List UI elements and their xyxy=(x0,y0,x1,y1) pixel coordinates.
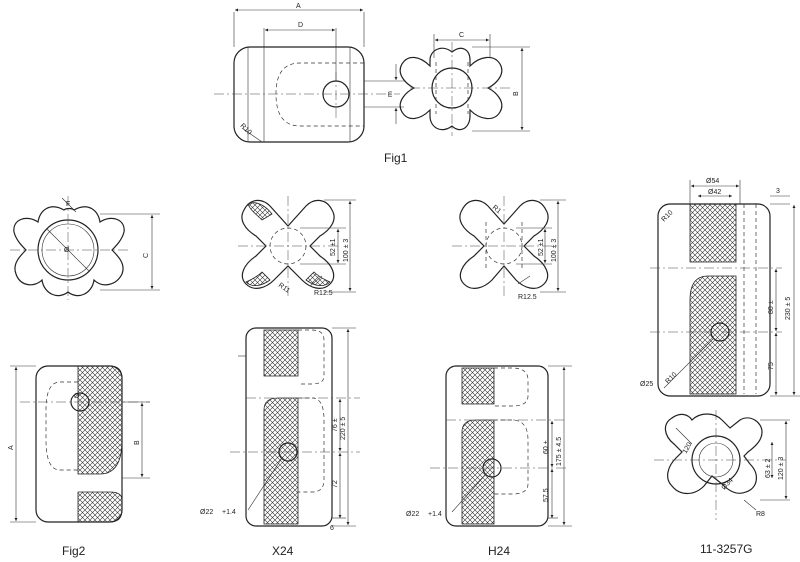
g3257-end-view xyxy=(654,410,790,520)
h24-radius-r125: R12.5 xyxy=(518,294,537,301)
fig1-dim-c: C xyxy=(459,32,464,39)
g3257-dim-75: 75 xyxy=(768,362,775,370)
fig2-caption: Fig2 xyxy=(62,544,86,558)
g3257-dim-120: 120 ± 3 xyxy=(778,457,785,480)
x24-radius-r125: R12.5 xyxy=(314,290,333,297)
fig1-dim-d: D xyxy=(298,22,303,29)
fig2-dim-f: F xyxy=(66,201,70,208)
h24-dim-60: 60 ± xyxy=(543,440,550,454)
h24-dim-outer: 100 ± 3 xyxy=(551,239,558,262)
x24-dim-220: 220 ± 5 xyxy=(340,417,347,440)
g3257-dim-230: 230 ± 5 xyxy=(785,297,792,320)
x24-hole-tol: +1.4 xyxy=(222,509,236,516)
h24-side-view xyxy=(430,365,572,527)
x24-dim-76: 76 ± xyxy=(332,418,339,432)
fig2-dim-b: B xyxy=(134,440,141,445)
g3257-dim-80: 80 ± xyxy=(768,300,775,314)
h24-hole: Ø22 xyxy=(406,511,419,518)
g3257-side-view xyxy=(650,180,800,397)
fig1-side-view xyxy=(214,8,404,143)
g3257-radius-r8: R8 xyxy=(756,511,765,518)
fig2-dim-c: C xyxy=(143,253,150,258)
h24-caption: H24 xyxy=(488,544,510,558)
g3257-dim-63: 63 ± 2 xyxy=(765,458,772,478)
x24-side-view xyxy=(230,327,360,527)
h24-dim-inner: 52 ±1 xyxy=(538,238,545,256)
g3257-dim-3: 3 xyxy=(776,188,780,195)
g3257-radius-r10-side: R10 xyxy=(664,371,678,385)
fig1-end-view xyxy=(399,34,530,136)
x24-dim-outer: 100 ± 3 xyxy=(343,239,350,262)
h24-end-view xyxy=(452,196,566,296)
h24-radius-rtop: R1 xyxy=(491,204,502,215)
x24-radius-r11: R11 xyxy=(277,282,291,295)
g3257-dim-120b: 120 xyxy=(682,441,694,455)
h24-hole-tol: +1.4 xyxy=(428,511,442,518)
fig1-dim-m: m xyxy=(387,91,394,97)
g3257-phi54: Ø54 xyxy=(706,178,719,185)
x24-dim-6: 6 xyxy=(330,525,334,532)
fig2-dim-phi: Ø xyxy=(64,247,70,254)
x24-hole: Ø22 xyxy=(200,509,213,516)
fig1-dim-a: A xyxy=(296,3,301,10)
fig2-side-view xyxy=(10,365,150,523)
g3257-phi25: Ø25 xyxy=(640,381,653,388)
x24-dim-72: 72 xyxy=(332,480,339,488)
x24-dim-inner: 52 ±1 xyxy=(330,238,337,256)
fig1-caption: Fig1 xyxy=(384,151,408,165)
fig1-radius: R10 xyxy=(239,122,253,136)
g3257-radius-r10-top: R10 xyxy=(660,209,674,223)
h24-dim-575: 57.5 xyxy=(543,488,550,502)
fig2-dim-a: A xyxy=(8,445,15,450)
h24-dim-175: 175 ± 4.5 xyxy=(556,437,563,466)
fig1-dim-b: B xyxy=(513,91,520,96)
fig2-end-view xyxy=(10,196,160,300)
g3257-phi42: Ø42 xyxy=(708,189,721,196)
fig2-dim-phi2: Ø xyxy=(74,393,80,400)
g3257-caption: 11-3257G xyxy=(700,542,752,556)
x24-end-view xyxy=(238,196,356,296)
x24-caption: X24 xyxy=(272,544,294,558)
